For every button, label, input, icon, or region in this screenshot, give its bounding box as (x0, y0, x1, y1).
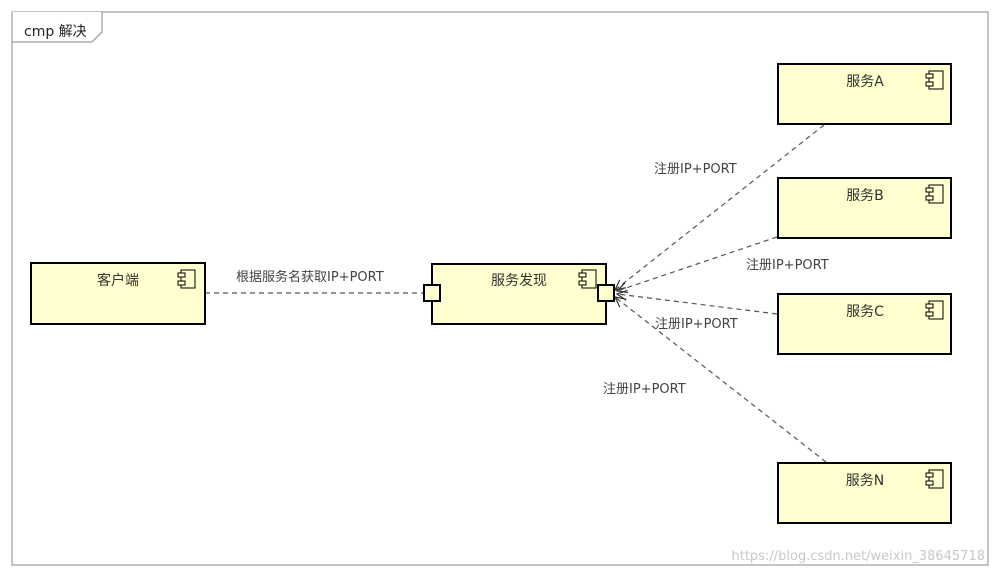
component-service-c[interactable]: 服务C (777, 293, 952, 355)
component-service-a[interactable]: 服务A (777, 63, 952, 125)
component-icon (925, 300, 944, 320)
edges (205, 124, 827, 463)
port-left[interactable] (423, 284, 441, 302)
component-discovery[interactable]: 服务发现 (423, 263, 615, 325)
component-icon (578, 269, 597, 289)
edge-b-to-discovery (617, 236, 778, 291)
component-service-b[interactable]: 服务B (777, 177, 952, 239)
watermark: https://blog.csdn.net/weixin_38645718 (731, 549, 985, 564)
component-icon (925, 184, 944, 204)
edge-label-c: 注册IP+PORT (655, 317, 738, 332)
component-icon (177, 269, 196, 289)
component-icon (925, 70, 944, 90)
diagram-frame: cmp 解决 (11, 11, 989, 566)
edge-label-client: 根据服务名获取IP+PORT (236, 269, 384, 285)
component-icon (925, 469, 944, 489)
port-right[interactable] (597, 284, 615, 302)
edge-c-to-discovery (617, 294, 778, 315)
frame-title: cmp 解决 (24, 24, 87, 40)
component-client-label: 客户端 (97, 272, 139, 289)
component-discovery-label: 服务发现 (491, 273, 547, 289)
component-service-n[interactable]: 服务N (777, 462, 952, 524)
component-service-b-label: 服务B (846, 188, 884, 204)
component-service-n-label: 服务N (846, 473, 884, 489)
edge-label-b: 注册IP+PORT (746, 258, 829, 273)
edge-label-a: 注册IP+PORT (654, 162, 737, 177)
edge-label-n: 注册IP+PORT (603, 382, 686, 397)
component-service-c-label: 服务C (846, 304, 884, 320)
component-service-a-label: 服务A (846, 74, 884, 90)
component-client[interactable]: 客户端 (30, 262, 206, 325)
